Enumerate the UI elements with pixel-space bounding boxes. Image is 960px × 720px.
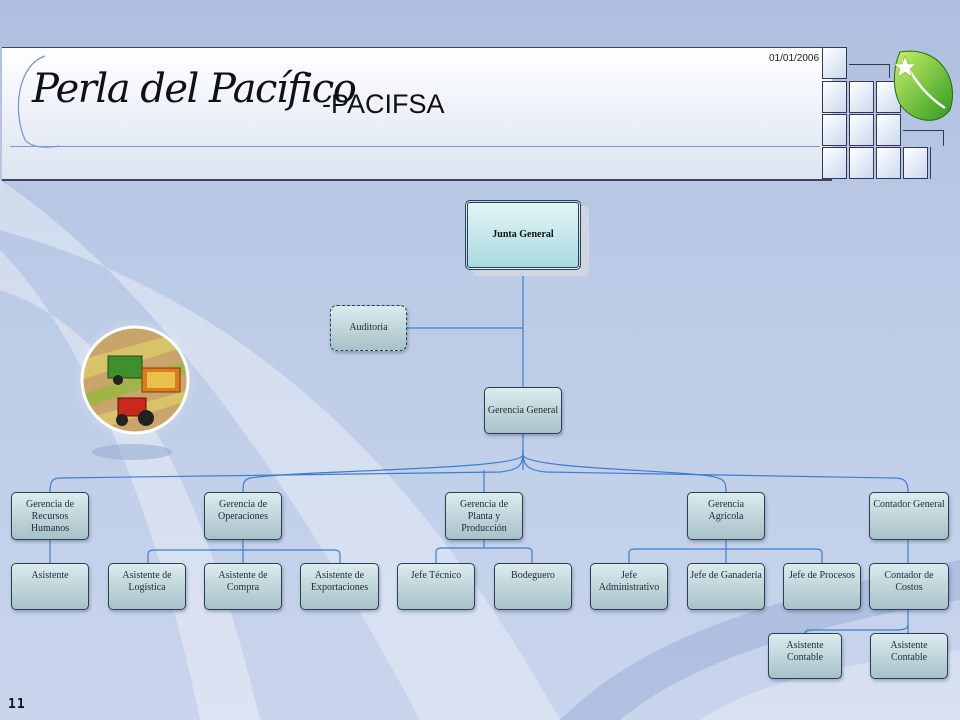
node-label: Junta General bbox=[492, 229, 554, 240]
grid-line bbox=[889, 64, 890, 78]
node-jefe-administrativo: Jefe Administrativo bbox=[590, 563, 668, 610]
node-label: Gerencia Agrícola bbox=[707, 499, 745, 522]
company-name: Perla del Pacífico bbox=[32, 66, 357, 112]
node-label: Jefe de Procesos bbox=[788, 570, 856, 581]
company-acronym: -PACIFSA bbox=[322, 89, 445, 119]
node-label: Gerencia General bbox=[487, 404, 559, 416]
node-label: Gerencia de Operaciones bbox=[218, 499, 268, 522]
node-label: Contador General bbox=[873, 499, 945, 510]
grid-line bbox=[903, 130, 943, 131]
node-jefe-procesos: Jefe de Procesos bbox=[783, 563, 861, 610]
header-banner bbox=[2, 47, 832, 181]
node-label: Auditoria bbox=[349, 322, 388, 333]
node-label: Asistente de Logística bbox=[122, 570, 172, 593]
grid-tile bbox=[849, 114, 874, 146]
node-gerencia-general: Gerencia General bbox=[484, 387, 562, 434]
date-label: 01/01/2006 bbox=[769, 53, 820, 64]
grid-tile bbox=[903, 147, 928, 179]
grid-tile bbox=[849, 147, 874, 179]
grid-tile bbox=[822, 47, 847, 79]
node-junta-general: Junta General bbox=[465, 200, 581, 270]
node-auditoria: Auditoria bbox=[330, 305, 407, 351]
node-label: Asistente bbox=[31, 570, 69, 581]
grid-tile bbox=[876, 114, 901, 146]
node-label: Asistente de Compra bbox=[218, 570, 268, 593]
node-label: Contador de Costos bbox=[884, 570, 934, 593]
node-asistente-exportaciones: Asistente de Exportaciones bbox=[300, 563, 379, 610]
node-label: Bodeguero bbox=[511, 570, 555, 581]
node-label: Gerencia de Planta y Producción bbox=[459, 499, 509, 534]
node-label: Jefe Administrativo bbox=[598, 570, 660, 593]
node-gerencia-operaciones: Gerencia de Operaciones bbox=[204, 492, 282, 540]
node-jefe-tecnico: Jefe Técnico bbox=[397, 563, 475, 610]
node-label: Asistente Contable bbox=[890, 640, 928, 663]
header-divider bbox=[10, 146, 820, 147]
node-asistente-contable-1: Asistente Contable bbox=[768, 633, 842, 679]
grid-tile bbox=[876, 147, 901, 179]
grid-line bbox=[849, 64, 889, 65]
node-bodeguero: Bodeguero bbox=[494, 563, 572, 610]
node-gerencia-recursos-humanos: Gerencia de Recursos Humanos bbox=[11, 492, 89, 540]
node-asistente-compra: Asistente de Compra bbox=[204, 563, 282, 610]
node-asistente-contable-2: Asistente Contable bbox=[870, 633, 948, 679]
node-gerencia-agricola: Gerencia Agrícola bbox=[687, 492, 765, 540]
node-asistente-logistica: Asistente de Logística bbox=[108, 563, 186, 610]
node-contador-costos: Contador de Costos bbox=[869, 563, 949, 610]
node-label: Asistente Contable bbox=[786, 640, 824, 663]
node-asistente: Asistente bbox=[11, 563, 89, 610]
node-jefe-ganaderia: Jefe de Ganadería bbox=[687, 563, 765, 610]
node-gerencia-planta-produccion: Gerencia de Planta y Producción bbox=[445, 492, 523, 540]
node-label: Jefe Técnico bbox=[410, 570, 462, 581]
node-contador-general: Contador General bbox=[869, 492, 949, 540]
page-number: 11 bbox=[8, 697, 26, 712]
grid-line bbox=[943, 130, 944, 146]
grid-tile bbox=[822, 114, 847, 146]
node-label: Asistente de Exportaciones bbox=[310, 570, 369, 593]
node-label: Gerencia de Recursos Humanos bbox=[25, 499, 75, 534]
grid-line bbox=[930, 147, 931, 179]
grid-tile bbox=[849, 81, 874, 113]
grid-tile bbox=[822, 147, 847, 179]
node-label: Jefe de Ganadería bbox=[690, 570, 762, 581]
grid-tile bbox=[822, 81, 847, 113]
